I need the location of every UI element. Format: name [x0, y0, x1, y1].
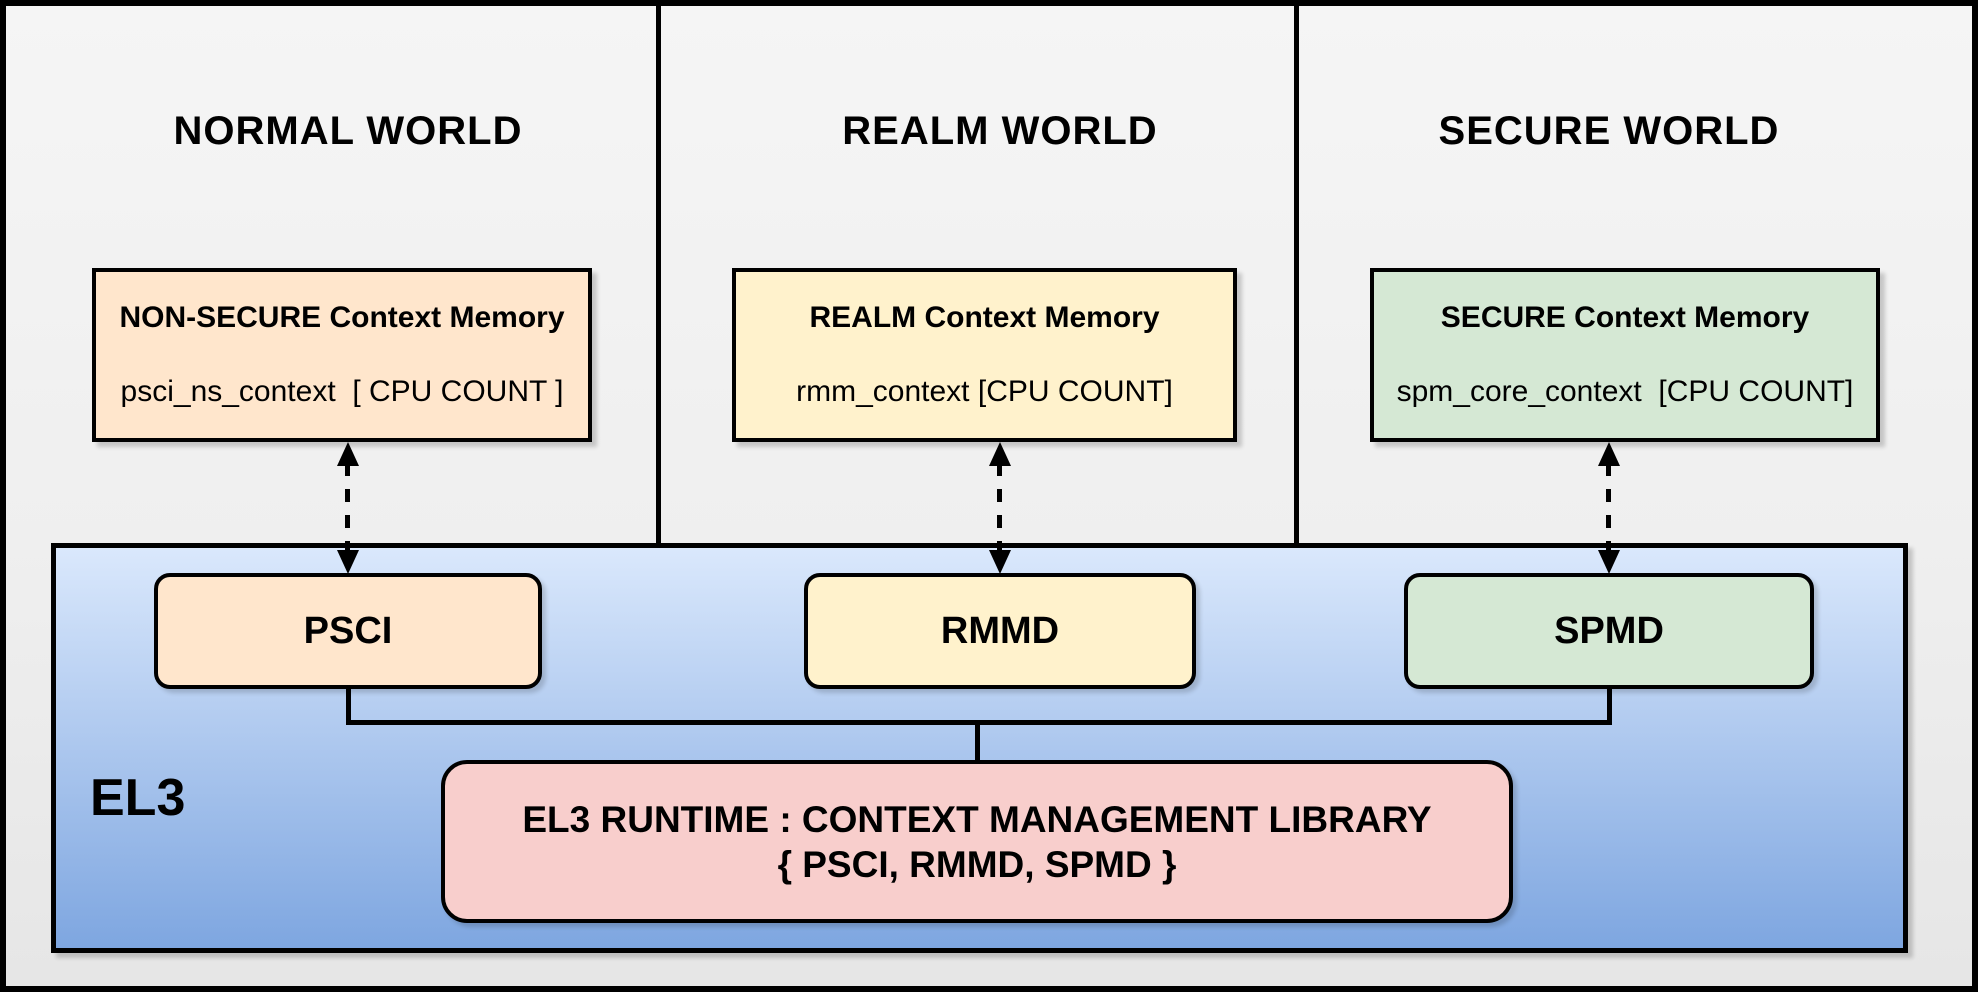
connector-spmd-leg	[1607, 687, 1612, 725]
connector-runtime-leg	[975, 720, 980, 764]
dashed-line	[1606, 463, 1611, 553]
el3-label: EL3	[90, 769, 186, 827]
dashed-arrow-spmd	[1598, 442, 1620, 574]
component-box-psci: PSCI	[154, 573, 542, 689]
world-separator-2	[1294, 6, 1299, 566]
runtime-title-line2: { PSCI, RMMD, SPMD }	[777, 843, 1177, 885]
component-box-rmmd: RMMD	[804, 573, 1196, 689]
world-title-normal: NORMAL WORLD	[173, 109, 523, 153]
dashed-arrow-rmmd	[989, 442, 1011, 574]
arrow-down-head-icon	[337, 550, 359, 574]
arrow-up-head-icon	[337, 442, 359, 466]
dashed-line	[345, 463, 350, 553]
context-memory-box-realm: REALM Context Memory rmm_context [CPU CO…	[732, 268, 1237, 442]
arrow-up-head-icon	[989, 442, 1011, 466]
runtime-title-line1: EL3 RUNTIME : CONTEXT MANAGEMENT LIBRARY	[522, 798, 1432, 840]
world-separator-1	[656, 6, 661, 566]
context-memory-box-secure: SECURE Context Memory spm_core_context […	[1370, 268, 1880, 442]
component-label: RMMD	[940, 609, 1060, 652]
context-memory-title: REALM Context Memory	[809, 301, 1160, 334]
component-label: PSCI	[303, 609, 393, 652]
arrow-down-head-icon	[1598, 550, 1620, 574]
component-label: SPMD	[1554, 609, 1664, 652]
arrow-up-head-icon	[1598, 442, 1620, 466]
context-memory-box-non-secure: NON-SECURE Context Memory psci_ns_contex…	[92, 268, 592, 442]
world-title-realm: REALM WORLD	[842, 109, 1158, 153]
el3-runtime-box: EL3 RUNTIME : CONTEXT MANAGEMENT LIBRARY…	[441, 760, 1513, 923]
context-memory-variable: psci_ns_context [ CPU COUNT ]	[120, 375, 564, 408]
dashed-arrow-psci	[337, 442, 359, 574]
context-memory-variable: spm_core_context [CPU COUNT]	[1396, 375, 1854, 408]
dashed-line	[997, 463, 1002, 553]
connector-psci-leg	[346, 687, 351, 725]
context-memory-variable: rmm_context [CPU COUNT]	[796, 375, 1173, 408]
component-box-spmd: SPMD	[1404, 573, 1814, 689]
world-title-secure: SECURE WORLD	[1438, 109, 1780, 153]
context-memory-title: NON-SECURE Context Memory	[119, 301, 565, 334]
arrow-down-head-icon	[989, 550, 1011, 574]
context-memory-title: SECURE Context Memory	[1440, 301, 1810, 334]
